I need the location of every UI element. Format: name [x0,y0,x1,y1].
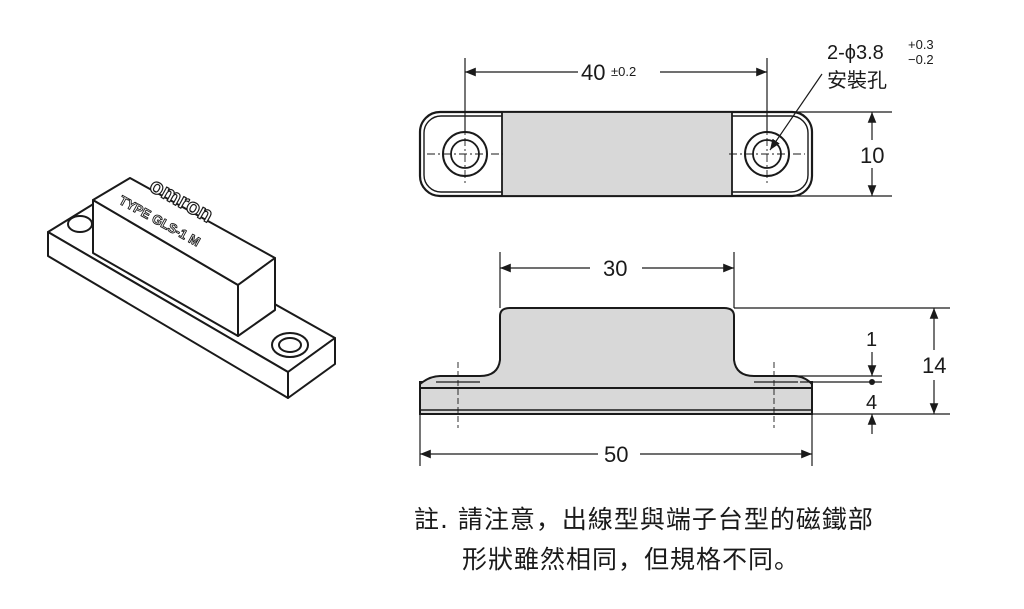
side-view-body [419,307,813,389]
iso-body-end [237,257,276,337]
hole-tol-upper: +0.3 [908,37,934,52]
hole-label: 安裝孔 [827,69,887,92]
dim-40-tol: ±0.2 [611,64,636,79]
iso-hole-right-inner [278,337,302,353]
spec-note: 註. 請注意，出線型與端子台型的磁鐵部 形狀雖然相同，但規格不同。 [414,500,1014,580]
dim-40: 40 [581,60,605,85]
side-view: 30 14 1 4 50 [419,252,950,467]
hole-spec: 2-ϕ3.8 [827,42,884,64]
dim-30: 30 [603,256,627,281]
dim-50: 50 [604,442,628,467]
dim-14: 14 [922,353,946,378]
dim-4: 4 [866,392,877,414]
dim-1: 1 [866,329,877,351]
top-view-body [501,111,733,197]
dim-10: 10 [860,143,884,168]
iso-base-side [287,337,336,399]
top-view: 40 ±0.2 2-ϕ3.8 +0.3 −0.2 安裝孔 10 [418,37,934,198]
hole-tol-lower: −0.2 [908,52,934,67]
iso-hole-left [67,215,93,233]
note-line-2: 形狀雖然相同，但規格不同。 [462,545,801,574]
isometric-view: omron TYPE GLS-1 M [47,172,336,399]
note-line-1: 註. 請注意，出線型與端子台型的磁鐵部 [414,505,874,534]
